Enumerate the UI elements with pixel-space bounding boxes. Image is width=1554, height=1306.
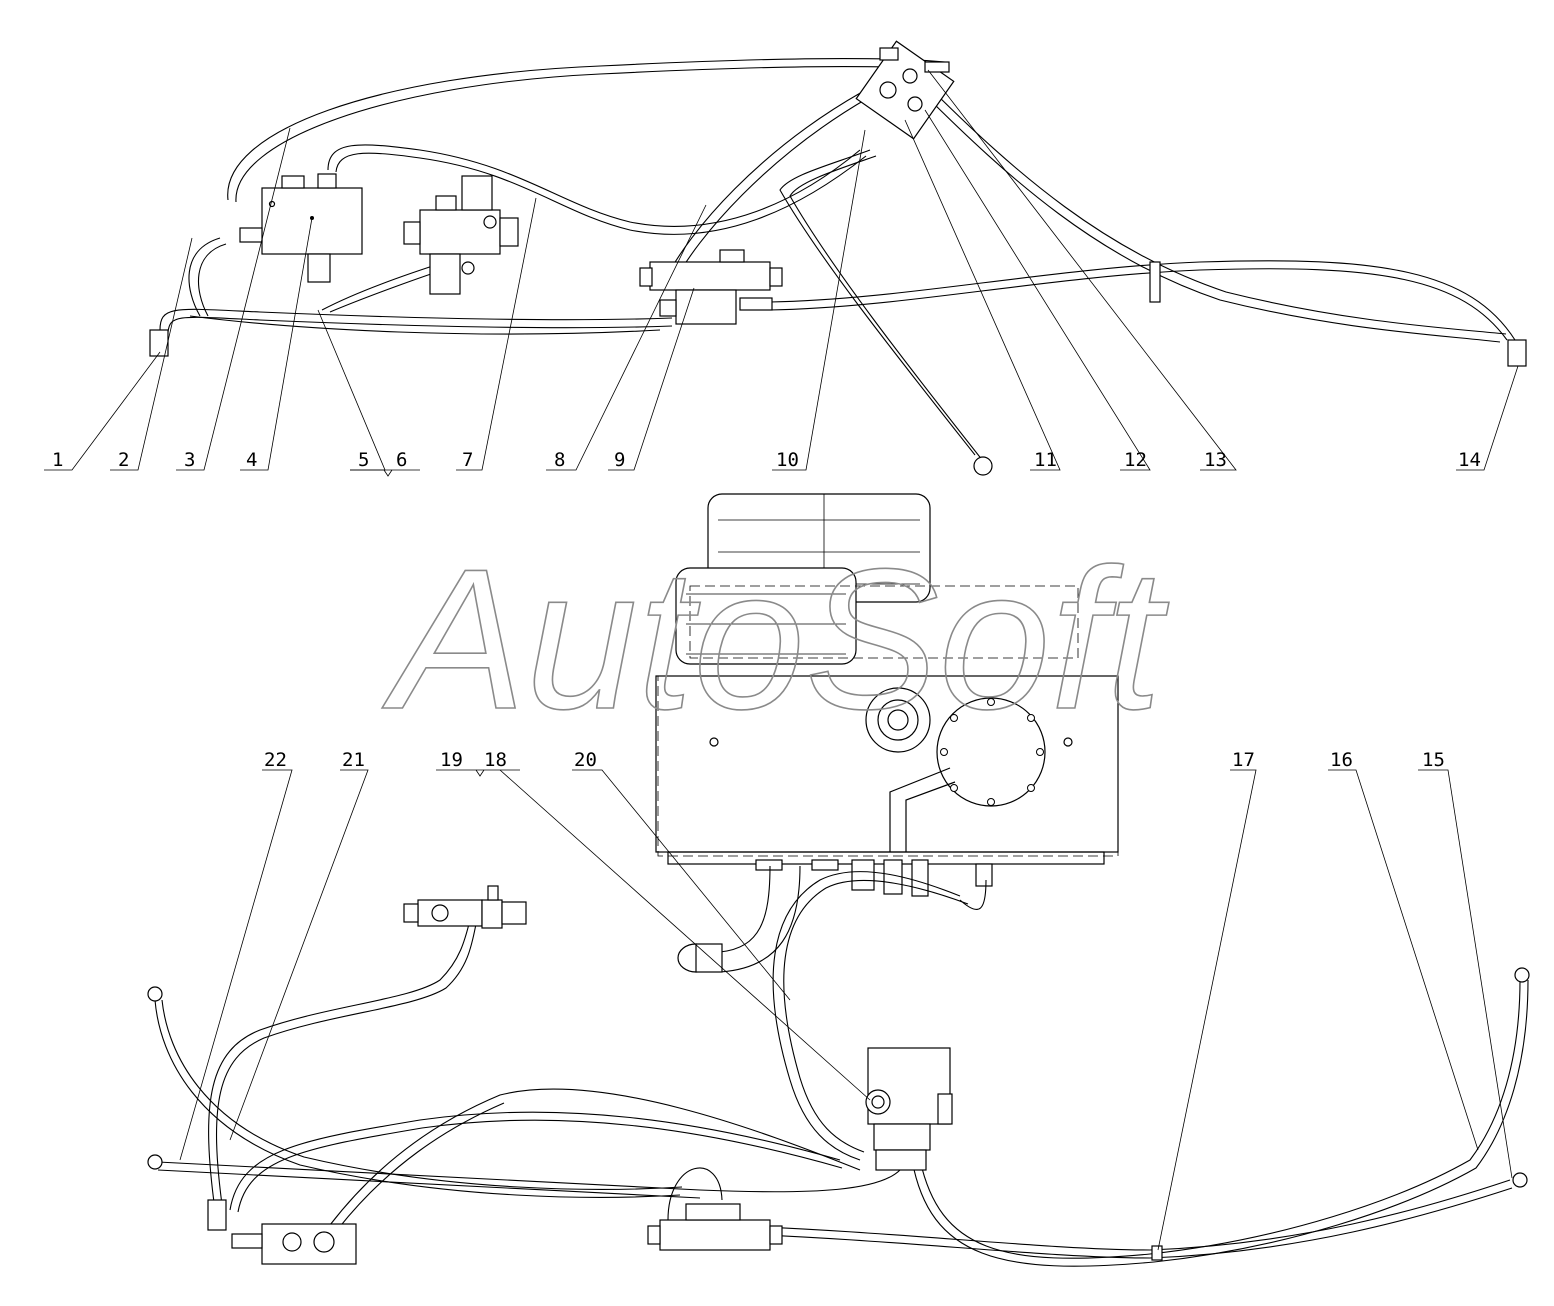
top-hose-assembly [149, 40, 1527, 476]
hose-clamp-17 [1151, 1245, 1163, 1261]
callout-8: 8 [554, 449, 565, 471]
fitting-16 [1514, 967, 1530, 983]
bottom-hose-assembly [147, 865, 1530, 1267]
top-manifold [855, 40, 955, 140]
fitting-10 [973, 456, 993, 476]
fitting-22a [147, 986, 163, 1002]
small-valve-top [403, 885, 527, 929]
callout-15: 15 [1422, 749, 1445, 771]
middle-valve [403, 175, 519, 295]
callout-5: 5 [358, 449, 369, 471]
callout-21: 21 [342, 749, 365, 771]
callout-1: 1 [52, 449, 63, 471]
fitting-1 [149, 329, 169, 357]
callout-labels-bottom: 22 21 19 18 20 17 16 15 [264, 749, 1445, 771]
callout-16: 16 [1330, 749, 1353, 771]
watermark-text: AutoSoft [382, 528, 1169, 751]
directional-valve [639, 249, 783, 325]
steering-unit [865, 1047, 953, 1171]
bottom-leader-lines [179, 769, 1513, 1251]
callout-10: 10 [776, 449, 799, 471]
callout-17: 17 [1232, 749, 1255, 771]
hose-clamp [1149, 261, 1161, 303]
callout-4: 4 [246, 449, 257, 471]
callout-3: 3 [184, 449, 195, 471]
tank-assembly [655, 493, 1119, 897]
callout-6: 6 [396, 449, 407, 471]
manifold-block [239, 173, 363, 283]
callout-20: 20 [574, 749, 597, 771]
fitting-14 [1507, 339, 1527, 367]
callout-19: 19 [440, 749, 463, 771]
callout-11: 11 [1034, 449, 1057, 471]
callout-9: 9 [614, 449, 625, 471]
callout-7: 7 [462, 449, 473, 471]
callout-14: 14 [1458, 449, 1481, 471]
top-leader-lines [44, 69, 1519, 477]
callout-labels-top: 1 2 3 4 5 6 7 8 9 10 11 12 13 14 [52, 449, 1481, 471]
callout-13: 13 [1204, 449, 1227, 471]
bottom-valve-block [207, 1199, 357, 1265]
callout-12: 12 [1124, 449, 1147, 471]
callout-2: 2 [118, 449, 129, 471]
bottom-directional-valve [647, 1167, 783, 1251]
fitting-22b [147, 1154, 163, 1170]
callout-22: 22 [264, 749, 287, 771]
callout-18: 18 [484, 749, 507, 771]
fitting-15 [1512, 1172, 1528, 1188]
